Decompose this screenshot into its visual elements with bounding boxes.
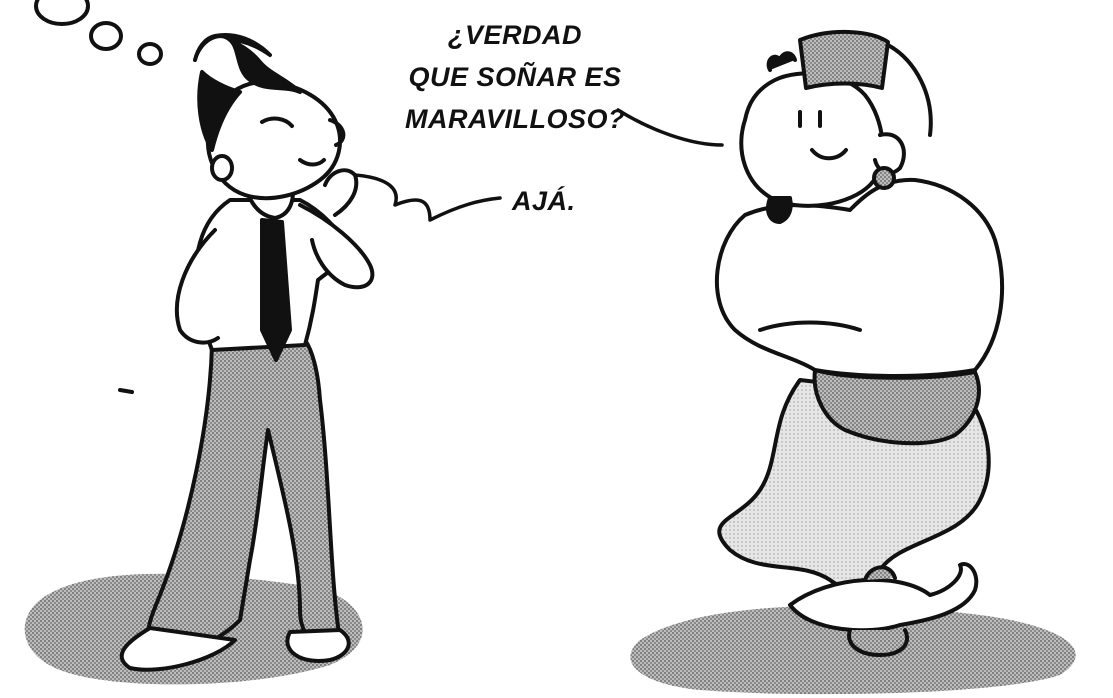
genie-speech-line: QUE SOÑAR ES — [408, 62, 622, 92]
thought-bubbles — [34, 0, 163, 66]
genie-speech-line: ¿VERDAD — [447, 20, 582, 50]
man-figure — [119, 33, 375, 672]
genie-ground-shadow — [630, 605, 1076, 695]
genie-speech-text: ¿VERDAD QUE SOÑAR ES MARAVILLOSO? — [400, 14, 630, 140]
genie-speech-tail — [616, 108, 724, 147]
man-shoe-right — [285, 628, 351, 663]
man-right-arm — [298, 203, 375, 290]
man-shoe-left — [119, 626, 237, 672]
magic-lamp — [788, 562, 979, 633]
genie-figure — [714, 30, 1005, 657]
genie-speech-line: MARAVILLOSO? — [405, 104, 625, 134]
man-hair — [193, 33, 302, 94]
man-speech-text: AJÁ. — [512, 186, 576, 216]
genie-body — [714, 177, 1005, 378]
man-left-arm — [174, 228, 220, 345]
man-trousers — [146, 338, 342, 652]
genie-head — [739, 71, 885, 208]
genie-fez — [798, 30, 890, 90]
man-speech-tail — [353, 173, 502, 222]
man-tie — [260, 218, 292, 362]
